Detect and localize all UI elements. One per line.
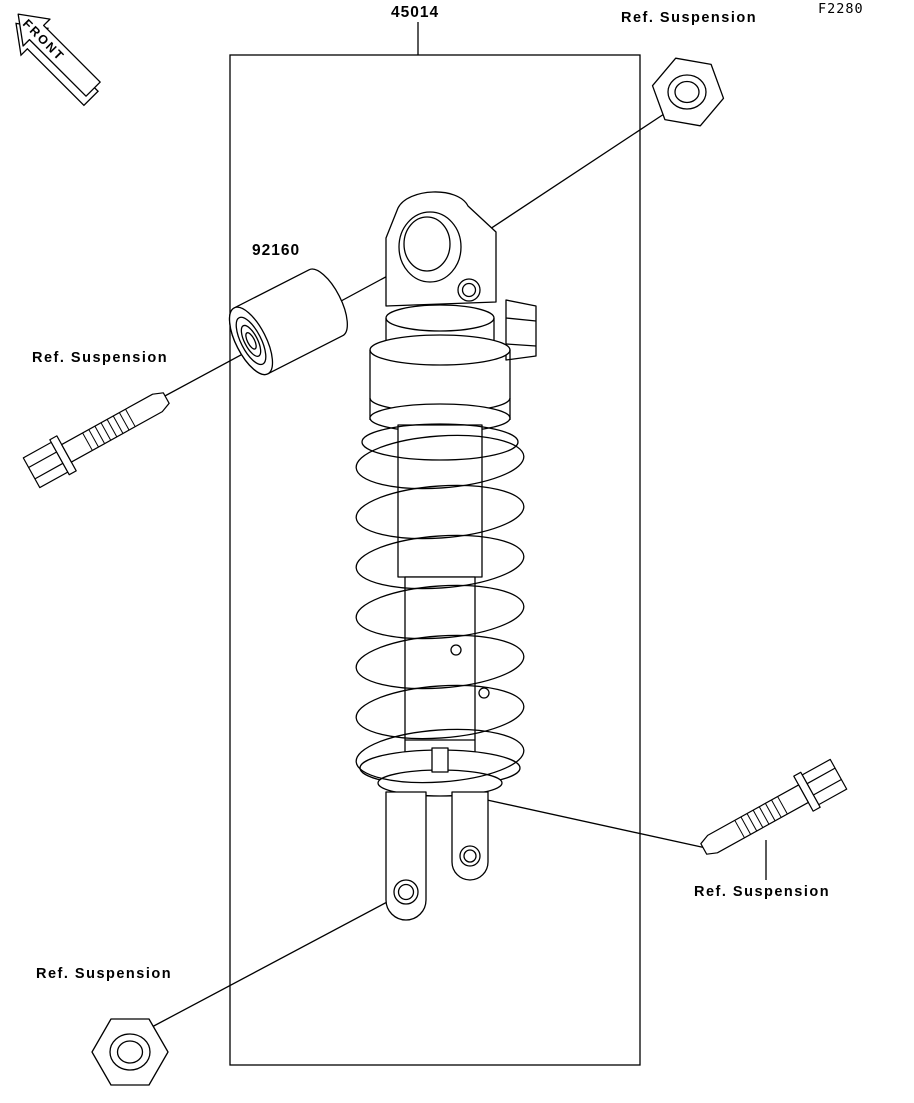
bolt-bottom-right-drawing — [700, 758, 848, 855]
bolt-head-facet2 — [806, 767, 836, 785]
bolt-shaft — [700, 784, 809, 855]
spring-top-seat — [361, 423, 519, 461]
shock-spring — [355, 423, 525, 784]
figure-code: F2280 — [818, 1, 864, 17]
shock-top-side-hole-inner — [461, 282, 477, 298]
leader-bottom-right-bolt — [477, 797, 707, 849]
shock-body-nub1 — [450, 644, 462, 656]
bushing-ring3 — [245, 332, 257, 350]
shock-bottom-tab — [431, 747, 449, 773]
bolt-head-facet1 — [28, 451, 57, 469]
part-number-45014[interactable]: 45014 — [391, 4, 440, 21]
ref-suspension-bottom-left[interactable]: Ref. Suspension — [36, 966, 173, 982]
spring-coil — [355, 434, 525, 490]
nut-bottom-left-drawing — [91, 1018, 169, 1086]
shock-reservoir-top — [369, 334, 511, 366]
shock-top-side-hole — [457, 278, 481, 302]
part-number-92160[interactable]: 92160 — [252, 242, 301, 259]
damper-bushing-drawing — [228, 268, 348, 376]
spring-coil — [355, 684, 525, 740]
bolt-threads — [734, 796, 788, 839]
bolt-head-facet1 — [813, 778, 842, 796]
spring-coil — [355, 584, 525, 640]
bolt-threads — [82, 408, 136, 451]
shock-damper-tube — [397, 424, 483, 578]
bolt-head-facet2 — [34, 462, 64, 480]
shock-side-bracket-line1 — [505, 317, 537, 322]
leader-bottom-left-nut — [149, 891, 407, 1029]
front-arrow-icon — [17, 13, 101, 97]
shock-lower-hole-left — [393, 879, 419, 905]
shock-cap-top — [385, 304, 495, 332]
shock-top-eye-bore — [403, 216, 451, 272]
ref-suspension-left[interactable]: Ref. Suspension — [32, 350, 169, 366]
spring-coil — [355, 484, 525, 540]
bolt-shaft — [61, 392, 170, 463]
spring-coil — [355, 534, 525, 590]
nut-hex — [91, 1018, 169, 1086]
shock-top-eye-hole — [398, 211, 462, 283]
nut-ring-outer — [109, 1033, 151, 1071]
shock-lower-hole-right-inner — [463, 849, 477, 863]
shock-lower-hole-right — [459, 845, 481, 867]
bolt-left-drawing — [22, 392, 170, 489]
nut-ring-inner — [674, 80, 700, 104]
nut-ring-outer — [667, 74, 707, 110]
shock-side-bracket-line2 — [505, 343, 537, 347]
bushing-ring1 — [235, 316, 267, 366]
spring-coil — [355, 728, 525, 784]
shock-body-nub2 — [478, 687, 490, 699]
shock-lower-clevis-right — [451, 791, 489, 881]
shock-lower-hole-left-inner — [397, 883, 415, 901]
spring-coil — [355, 634, 525, 690]
bushing-ring2 — [240, 324, 262, 357]
shock-absorber-drawing — [355, 191, 537, 921]
bushing-face — [228, 306, 274, 376]
nut-ring-inner — [116, 1040, 144, 1064]
ref-suspension-top-right[interactable]: Ref. Suspension — [621, 10, 758, 26]
nut-top-right-drawing — [651, 57, 725, 127]
nut-hex — [651, 57, 725, 127]
assembly-bounding-box — [229, 54, 641, 1066]
front-direction-badge: FRONT — [15, 13, 101, 107]
shock-lower-clevis-left — [385, 791, 427, 921]
shock-damper-rod — [404, 576, 476, 756]
ref-suspension-bottom-right[interactable]: Ref. Suspension — [694, 884, 831, 900]
